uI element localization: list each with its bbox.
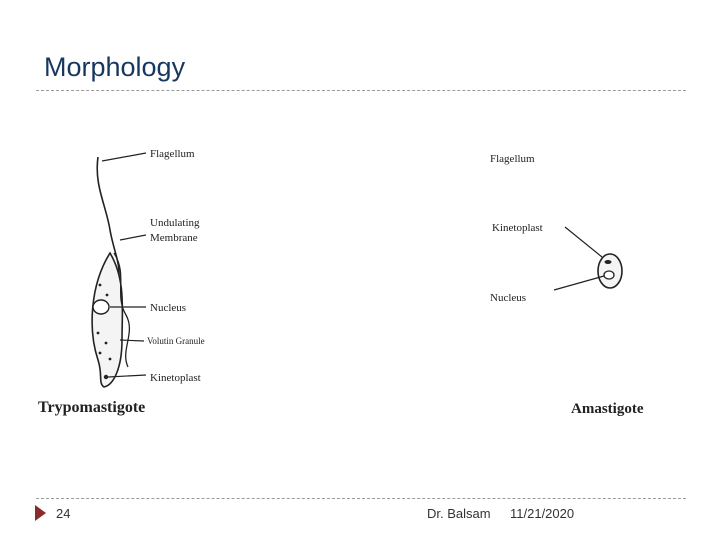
undulating-membrane-shape: [113, 252, 131, 368]
morphology-figure: Flagellum Undulating Membrane Nucleus Vo…: [38, 148, 644, 417]
amastigote-nucleus-shape: [603, 270, 615, 280]
trypomastigote-caption: Trypomastigote: [38, 399, 145, 416]
amastigote-caption: Amastigote: [571, 401, 644, 417]
kinetoplast-shape: [103, 374, 109, 380]
label-kinetoplast: Kinetoplast: [150, 372, 201, 384]
slide-title: Morphology: [44, 52, 186, 82]
footer-author: Dr. Balsam: [427, 506, 491, 521]
flagellum-shape: [96, 156, 120, 286]
trypomastigote-diagram: Flagellum Undulating Membrane Nucleus Vo…: [38, 148, 205, 416]
label-volutin-granule: Volutin Granule: [147, 336, 205, 346]
trypomastigote-body: [91, 251, 124, 388]
label-undulating: Undulating: [150, 217, 200, 229]
label-membrane: Membrane: [150, 232, 198, 244]
label-flagellum: Flagellum: [150, 148, 195, 160]
amastigote-kinetoplast-shape: [604, 260, 612, 264]
amastigote-diagram: Flagellum Kinetoplast Nucleus Amastigote: [490, 153, 644, 417]
amastigote-label-kinetoplast: Kinetoplast: [492, 222, 543, 234]
bottom-divider: [36, 498, 686, 499]
amastigote-label-nucleus: Nucleus: [490, 292, 526, 304]
page-number: 24: [56, 506, 71, 521]
footer-bullet-icon: [35, 505, 46, 521]
footer-date: 11/21/2020: [510, 506, 575, 521]
amastigote-label-flagellum: Flagellum: [490, 153, 535, 165]
top-divider: [36, 90, 686, 91]
nucleus-shape: [92, 299, 110, 315]
label-nucleus: Nucleus: [150, 302, 186, 314]
